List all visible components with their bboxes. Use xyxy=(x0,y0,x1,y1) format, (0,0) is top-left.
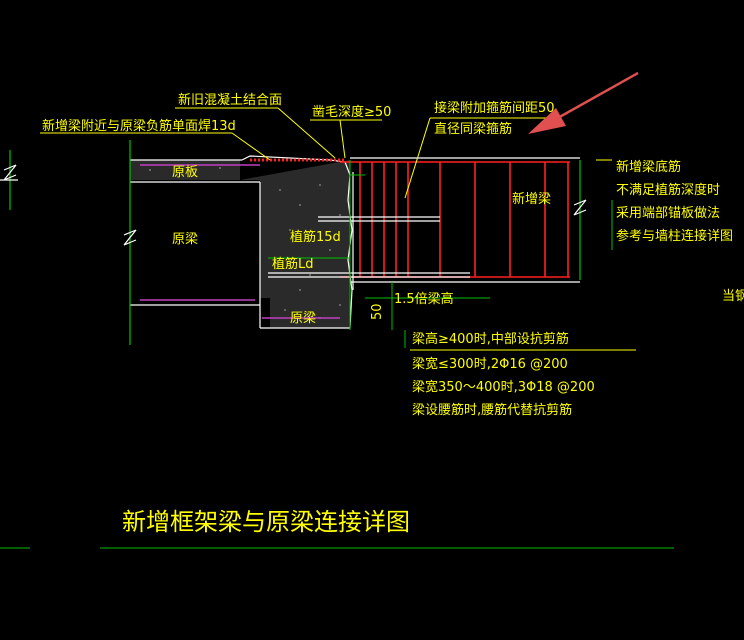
original-rebar xyxy=(140,164,340,319)
bottom-bar-note-4: 参考与墙柱连接详图 xyxy=(616,228,733,244)
new-beam-rebar xyxy=(340,161,570,278)
weld-note-label: 新增梁附近与原梁负筋单面焊13d xyxy=(42,118,236,134)
bottom-bar-note-2: 不满足植筋深度时 xyxy=(616,182,720,198)
dim-15h-label: 1.5倍梁高 xyxy=(394,291,454,307)
original-beam-label: 原梁 xyxy=(172,232,198,247)
leader-lines xyxy=(40,107,636,351)
original-beam-bottom-label: 原梁 xyxy=(290,311,316,326)
bottom-bar-note-3: 采用端部锚板做法 xyxy=(616,206,720,221)
arrow-icon xyxy=(528,71,639,134)
planted-ld-label: 植筋Ld xyxy=(272,256,314,272)
shear-note-1: 梁高≥400时,中部设抗剪筋 xyxy=(412,331,569,347)
shear-note-2: 梁宽≤300时,2Φ16 @200 xyxy=(412,356,568,372)
shear-note-3: 梁宽350～400时,3Φ18 @200 xyxy=(412,379,595,395)
dimension-lines xyxy=(0,160,674,549)
interface-label: 新旧混凝土结合面 xyxy=(178,92,282,108)
bottom-bar-note-1: 新增梁底筋 xyxy=(616,159,681,175)
side-fragment-label: 当钢 xyxy=(722,289,744,304)
stirrup-note-line-1: 接梁附加箍筋间距50 xyxy=(434,100,555,116)
dim-50-label: 50 xyxy=(370,303,385,320)
shear-note-4: 梁设腰筋时,腰筋代替抗剪筋 xyxy=(412,402,572,418)
new-beam-outline xyxy=(350,157,580,283)
drawing-title: 新增框架梁与原梁连接详图 xyxy=(122,508,410,536)
original-concrete-hatch xyxy=(130,160,350,328)
roughen-depth-label: 凿毛深度≥50 xyxy=(312,104,391,120)
planted-bars xyxy=(268,172,470,290)
break-line-icon xyxy=(0,164,587,246)
stirrup-note-line-2: 直径同梁箍筋 xyxy=(434,121,512,137)
new-beam-label: 新增梁 xyxy=(512,191,551,207)
planted-15d-label: 植筋15d xyxy=(290,229,341,245)
original-slab-label: 原板 xyxy=(172,165,198,180)
